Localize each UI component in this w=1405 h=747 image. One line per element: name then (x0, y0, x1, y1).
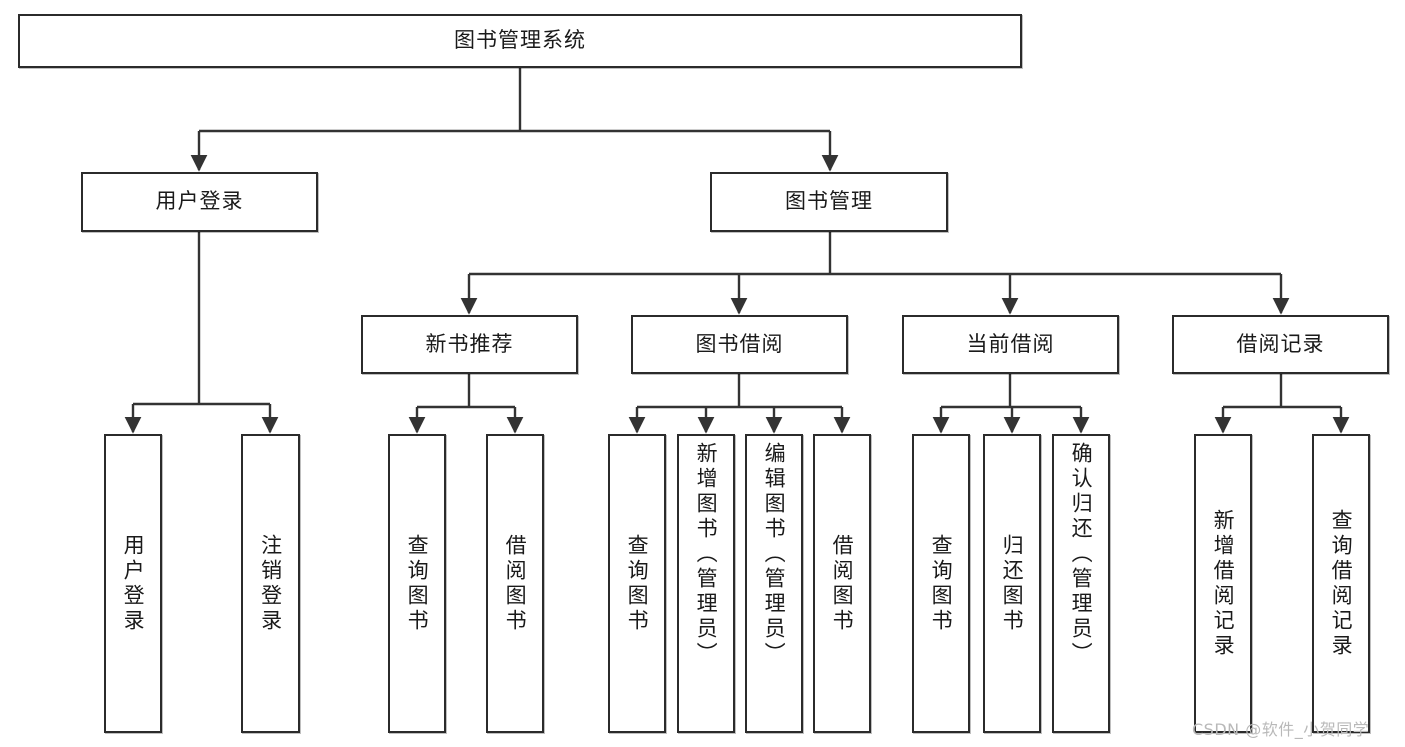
node-leaf-user-login[interactable]: 用户登录 (104, 434, 162, 733)
node-leaf-query-book-2-label: 查询图书 (625, 533, 650, 634)
node-leaf-query-book-3-label: 查询图书 (929, 533, 954, 634)
node-leaf-query-book-1-label: 查询图书 (405, 533, 430, 634)
node-leaf-add-record-label: 新增借阅记录 (1211, 508, 1236, 659)
node-root-label: 图书管理系统 (454, 28, 586, 53)
node-leaf-confirm-return-label: 确认归还（管理员） (1069, 442, 1094, 667)
node-leaf-borrow-book-1[interactable]: 借阅图书 (486, 434, 544, 733)
node-current-borrow[interactable]: 当前借阅 (902, 315, 1119, 374)
node-user-login-label: 用户登录 (155, 189, 244, 214)
node-leaf-add-book[interactable]: 新增图书（管理员） (677, 434, 735, 733)
node-leaf-edit-book[interactable]: 编辑图书（管理员） (745, 434, 803, 733)
node-book-manage-label: 图书管理 (785, 189, 873, 214)
node-new-book-rec-label: 新书推荐 (425, 331, 514, 356)
node-leaf-confirm-return[interactable]: 确认归还（管理员） (1052, 434, 1110, 733)
node-leaf-query-book-2[interactable]: 查询图书 (608, 434, 666, 733)
node-leaf-return-book-label: 归还图书 (1000, 533, 1025, 634)
node-borrow-record[interactable]: 借阅记录 (1172, 315, 1389, 374)
node-leaf-query-record-label: 查询借阅记录 (1329, 508, 1354, 659)
node-root[interactable]: 图书管理系统 (18, 14, 1022, 68)
node-current-borrow-label: 当前借阅 (966, 331, 1055, 356)
node-leaf-return-book[interactable]: 归还图书 (983, 434, 1041, 733)
node-leaf-edit-book-label: 编辑图书（管理员） (762, 442, 787, 667)
node-leaf-borrow-book-1-label: 借阅图书 (503, 533, 528, 634)
node-leaf-user-login-label: 用户登录 (121, 533, 146, 634)
node-borrow-record-label: 借阅记录 (1236, 331, 1325, 356)
node-book-borrow-label: 图书借阅 (695, 331, 784, 356)
node-leaf-add-book-label: 新增图书（管理员） (694, 442, 719, 667)
node-leaf-add-record[interactable]: 新增借阅记录 (1194, 434, 1252, 733)
node-leaf-logout[interactable]: 注销登录 (241, 434, 300, 733)
node-leaf-borrow-book-2-label: 借阅图书 (830, 533, 855, 634)
node-leaf-borrow-book-2[interactable]: 借阅图书 (813, 434, 871, 733)
node-leaf-query-book-3[interactable]: 查询图书 (912, 434, 970, 733)
node-leaf-query-record[interactable]: 查询借阅记录 (1312, 434, 1370, 733)
node-new-book-rec[interactable]: 新书推荐 (361, 315, 578, 374)
node-leaf-query-book-1[interactable]: 查询图书 (388, 434, 446, 733)
node-book-manage[interactable]: 图书管理 (710, 172, 948, 232)
node-user-login[interactable]: 用户登录 (81, 172, 318, 232)
node-leaf-logout-label: 注销登录 (258, 533, 283, 634)
node-book-borrow[interactable]: 图书借阅 (631, 315, 848, 374)
csdn-watermark: CSDN @软件_小贺同学 (1192, 720, 1370, 739)
